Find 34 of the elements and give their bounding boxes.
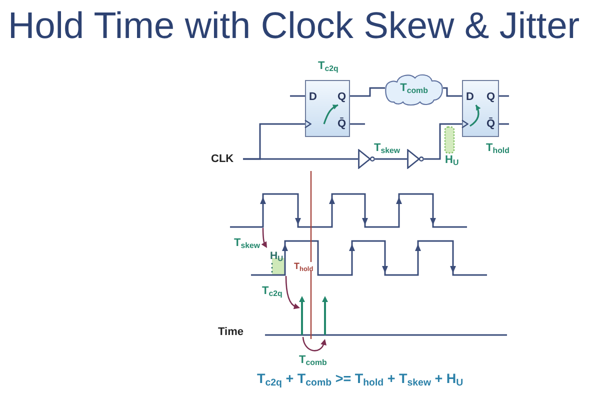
timing-label: T$_{skew}$: [234, 237, 260, 250]
timing-label: H$_{U}$: [270, 250, 284, 263]
timing-label: T$_{c2q}$: [262, 285, 282, 298]
logic-cloud: [385, 72, 443, 106]
pin-label: Q: [486, 91, 495, 104]
pin-label: D: [466, 91, 474, 104]
wire: [290, 95, 305, 97]
flip-flop-box: [462, 80, 499, 137]
timing-label: H$_{U}$: [445, 154, 459, 168]
equation: T$_{c2q}$ + T$_{comb}$ >= T$_{hold}$ + T$_{skew}$ + H$_{U}$: [257, 371, 464, 388]
timing-label: T$_{c2q}$: [318, 60, 338, 74]
wire: [443, 87, 462, 97]
pin-label: D: [309, 91, 317, 104]
axis-label: Time: [218, 326, 244, 340]
wire: [499, 95, 509, 97]
flip-flop-box: [305, 80, 350, 137]
pin-label: Q: [337, 91, 346, 104]
wire: [243, 158, 358, 160]
inverter-symbol: [407, 149, 424, 169]
wire: [499, 123, 509, 125]
title: Hold Time with Clock Skew & Jitter: [8, 7, 580, 44]
timing-label: T$_{skew}$: [374, 142, 400, 156]
inverter-symbol: [358, 149, 375, 169]
pin-label: Q̄: [337, 118, 346, 130]
wire: [424, 120, 468, 160]
node-label: T$_{comb}$: [399, 82, 429, 96]
timing-label: T$_{hold}$: [486, 142, 510, 156]
wire: [350, 87, 385, 97]
signal-label: CLK: [211, 151, 243, 167]
wire: [375, 158, 407, 160]
timing-label: T$_{comb}$: [299, 354, 327, 368]
timing-label: T$_{hold}$: [294, 262, 314, 272]
pin-label: Q̄: [486, 118, 495, 130]
wire: [350, 123, 365, 125]
